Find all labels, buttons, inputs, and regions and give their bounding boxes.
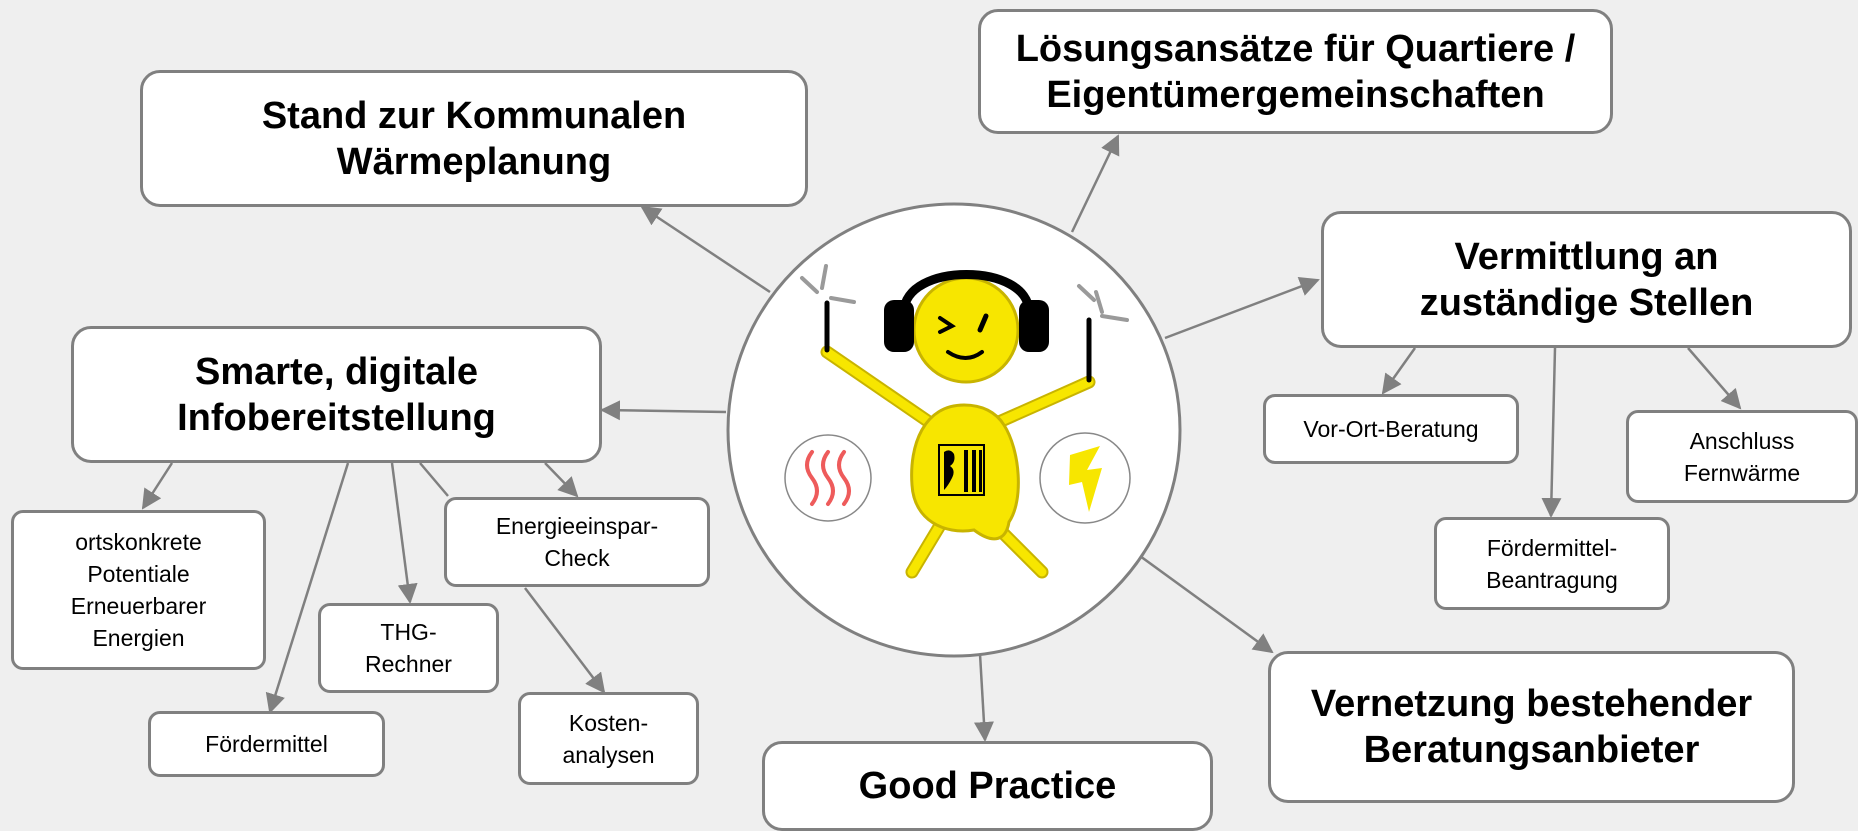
lightning-icon [1039,432,1131,524]
coat-of-arms-icon [938,444,985,496]
heat-icon [784,434,872,522]
edge-center-goodpractice [973,653,994,742]
central-hub [726,202,1182,658]
sub-energieeinspar-check: Energieeinspar- Check [444,497,710,587]
topic-smarte-infobereitstellung: Smarte, digitale Infobereitstellung [71,326,602,463]
topic-vernetzung: Vernetzung bestehender Beratungsanbieter [1268,651,1795,803]
edge-smarte-ortskonkrete [141,462,174,510]
topic-kommunale-waermeplanung: Stand zur Kommunalen Wärmeplanung [140,70,808,207]
topic-good-practice: Good Practice [762,741,1213,831]
sub-foerdermittel-beantragung: Fördermittel- Beantragung [1434,517,1670,610]
edge-smarte-energiecheck [544,462,579,498]
edge-vermittlung-foerderbeantragung [1541,347,1562,518]
sub-foerdermittel: Fördermittel [148,711,385,777]
edge-vermittlung-anschluss [1687,347,1742,410]
edge-center-vernetzung [1139,554,1274,654]
edge-smarte-thg [390,462,418,604]
sub-vor-ort-beratung: Vor-Ort-Beratung [1263,394,1519,464]
sub-ortskonkrete-potentiale: ortskonkrete Potentiale Erneuerbarer Ene… [11,510,266,670]
edge-center-vermittlung [1164,277,1320,340]
sub-kostenanalysen: Kosten- analysen [518,692,699,785]
edge-center-smarte [600,400,727,421]
topic-vermittlung: Vermittlung an zuständige Stellen [1321,211,1852,348]
edge-smarte-energiecheck-line [419,462,449,497]
edge-energiecheck-kosten [524,587,606,694]
topic-quartiere: Lösungsansätze für Quartiere / Eigentüme… [978,9,1613,134]
mascot-figure [800,264,1129,579]
sub-anschluss-fernwaerme: Anschluss Fernwärme [1626,410,1858,503]
edge-vermittlung-vorort [1381,347,1417,395]
sub-thg-rechner: THG- Rechner [318,603,499,693]
edge-center-quartiere [1070,134,1120,233]
edge-smarte-foerdermittel [265,462,350,714]
edge-center-kommunal [640,205,771,294]
